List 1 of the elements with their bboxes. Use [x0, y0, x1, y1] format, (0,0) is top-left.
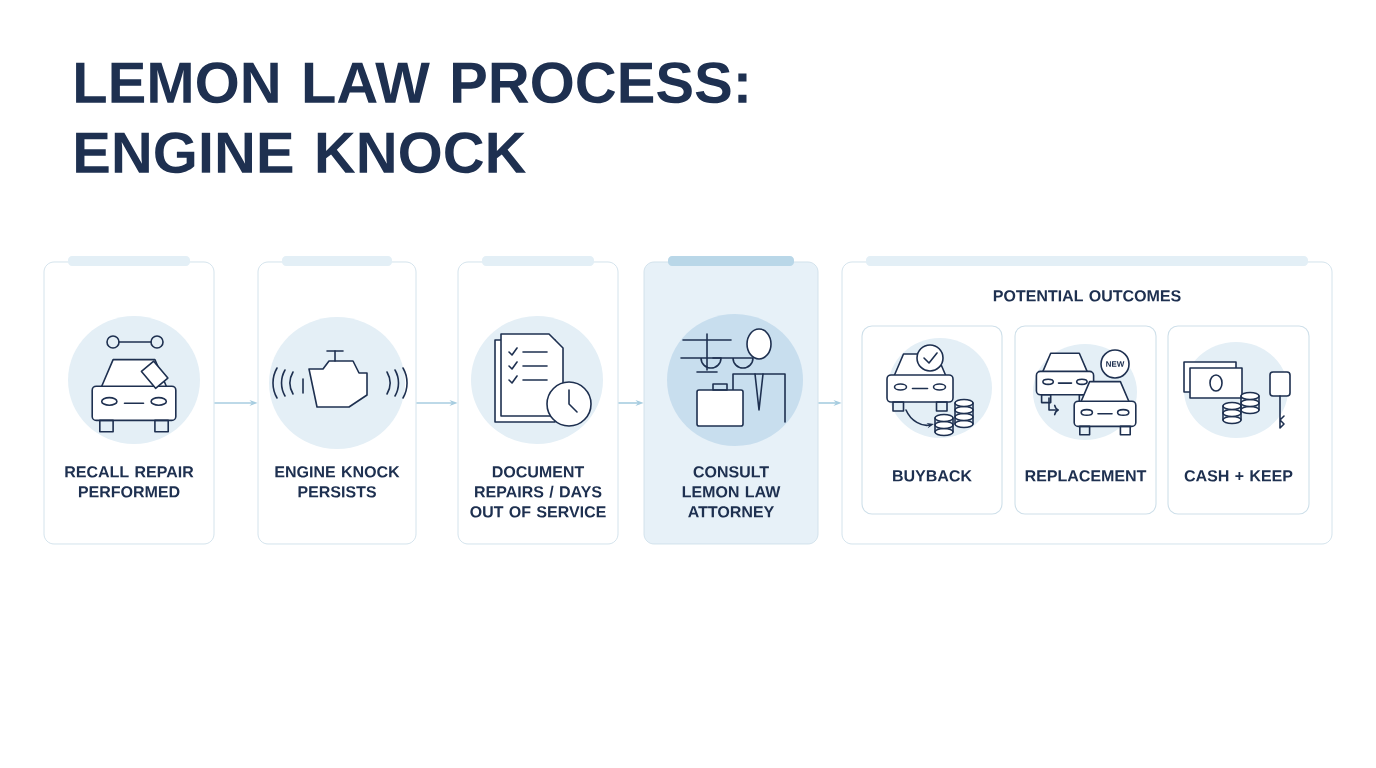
title: LEMON LAW PROCESS: ENGINE KNOCK [76, 62, 747, 174]
